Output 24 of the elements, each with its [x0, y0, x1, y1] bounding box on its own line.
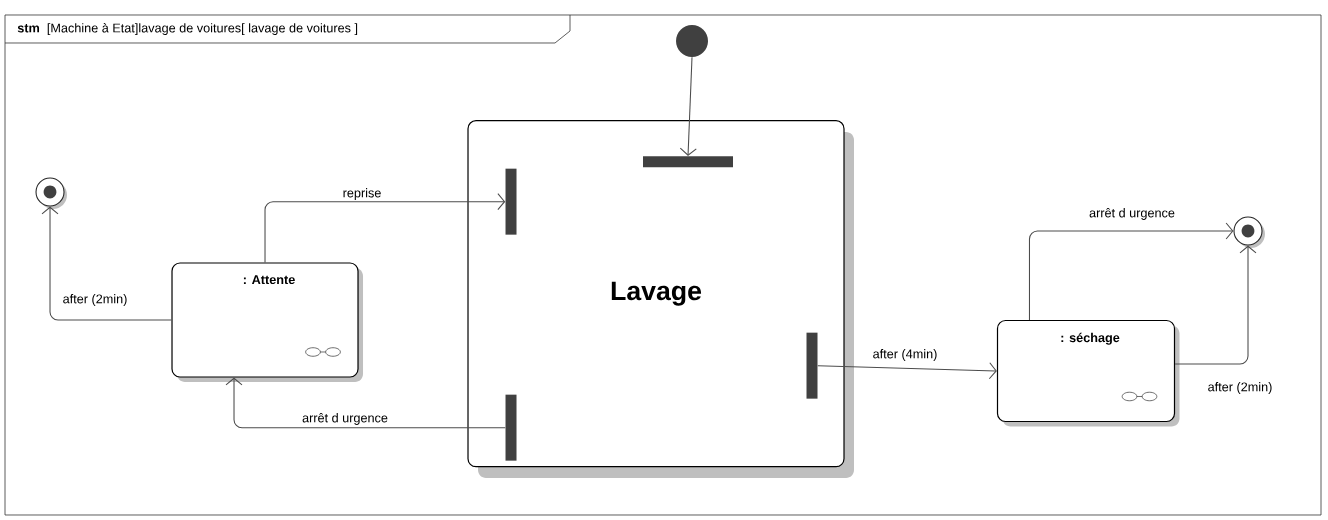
transition-arrow — [679, 56, 697, 156]
edge-label: after (2min) — [1208, 382, 1272, 394]
transition-arrow — [225, 377, 506, 429]
edge-label: arrêt d urgence — [1089, 208, 1175, 220]
fork-bar — [806, 332, 818, 399]
initial-state — [676, 25, 708, 57]
transition-arrow — [41, 206, 172, 321]
state-box: : Attente — [171, 262, 363, 382]
final-state — [1233, 216, 1265, 248]
frame-title: stm [Machine à Etat]lavage de voitures[ lavage de voitures ] — [17, 23, 358, 35]
state-box: Lavage — [467, 120, 854, 478]
edge-label: arrêt d urgence — [302, 413, 388, 425]
fork-bar — [643, 156, 733, 168]
final-state — [35, 177, 67, 209]
edge-label: reprise — [343, 188, 381, 200]
edge-label: after (4min) — [873, 349, 937, 361]
transition-arrow — [1028, 222, 1234, 321]
state-box: : séchage — [996, 319, 1180, 427]
transition-arrow — [1174, 245, 1257, 365]
edge-label: after (2min) — [63, 294, 127, 306]
fork-bar — [505, 394, 517, 461]
transition-arrow — [264, 193, 506, 263]
transition-arrow — [817, 362, 997, 380]
fork-bar — [505, 168, 517, 235]
